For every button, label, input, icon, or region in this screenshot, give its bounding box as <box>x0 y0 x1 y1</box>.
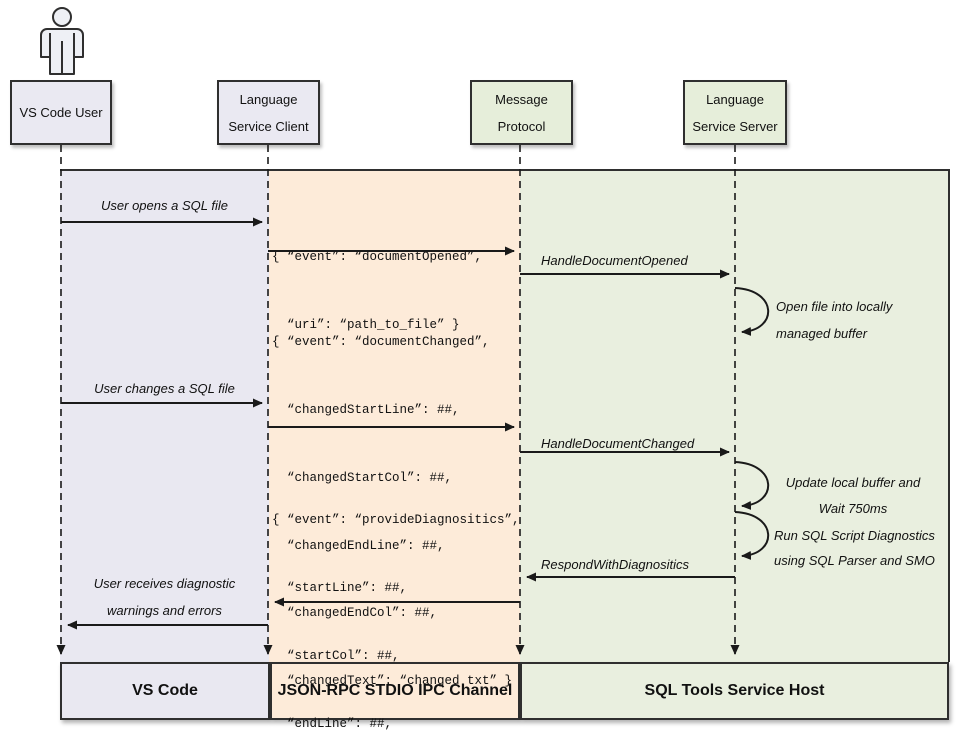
payload-line: “endLine”: ##, <box>272 716 393 731</box>
label-respond-with-diagnostics: RespondWithDiagnositics <box>541 557 690 572</box>
lane-ipc-channel <box>269 171 520 662</box>
label-update-buffer-line1: Update local buffer and <box>785 475 921 490</box>
actor-box-user-label: VS Code User <box>19 105 103 120</box>
lane-vscode <box>60 171 269 662</box>
label-user-receives-line2: warnings and errors <box>107 603 222 618</box>
actor-box-server-label1: Language <box>706 91 764 107</box>
payload-document-opened: { “event”: “documentOpened”, “uri”: “pat… <box>272 201 482 382</box>
swimlane-area <box>60 169 950 662</box>
payload-line: { “event”: “documentOpened”, <box>272 250 483 265</box>
payload-line: “changedStartLine”: ##, <box>272 402 460 417</box>
payload-provide-diagnostics: { “event”: “provideDiagnositics”, “start… <box>272 464 520 732</box>
label-open-file-line1: Open file into locally <box>776 299 893 314</box>
person-actor-icon <box>40 7 84 75</box>
label-open-file-line2: managed buffer <box>776 326 868 341</box>
label-user-changes: User changes a SQL file <box>94 381 235 396</box>
label-open-file-action: Open file into locally managed buffer <box>776 293 892 347</box>
payload-document-changed: { “event”: “documentChanged”, “changedSt… <box>272 286 512 732</box>
payload-line: “changedEndCol”: ##, <box>272 606 438 621</box>
payload-line: { “event”: “provideDiagnositics”, <box>272 513 520 528</box>
footer-ipc-label: JSON-RPC STDIO IPC Channel <box>277 682 513 699</box>
label-handle-document-opened: HandleDocumentOpened <box>541 253 688 268</box>
actor-box-protocol-label1: Message <box>495 91 548 107</box>
footer-vscode-label: VS Code <box>132 682 198 699</box>
actor-box-protocol: Message Protocol <box>470 80 573 145</box>
footer-box-service-host: SQL Tools Service Host <box>520 662 949 720</box>
payload-line: “uri”: “path_to_file” } <box>272 317 460 332</box>
label-run-diagnostics-action: Run SQL Script Diagnostics using SQL Par… <box>774 523 935 573</box>
actor-box-server: Language Service Server <box>683 80 787 145</box>
label-run-diagnostics-line2: using SQL Parser and SMO <box>774 553 935 568</box>
footer-box-vscode: VS Code <box>60 662 270 720</box>
label-handle-document-changed: HandleDocumentChanged <box>541 436 695 451</box>
payload-line: { “event”: “documentChanged”, <box>272 335 490 350</box>
actor-box-server-label2: Service Server <box>692 118 778 134</box>
label-user-receives: User receives diagnostic warnings and er… <box>61 570 268 624</box>
footer-host-label: SQL Tools Service Host <box>644 682 825 699</box>
label-run-diagnostics-line1: Run SQL Script Diagnostics <box>774 528 935 543</box>
person-body <box>40 28 84 75</box>
lane-service-host <box>520 171 948 662</box>
payload-line: “startCol”: ##, <box>272 648 400 663</box>
label-user-opens: User opens a SQL file <box>101 198 228 213</box>
actor-box-client-label1: Language <box>239 91 298 107</box>
payload-line: “changedEndLine”: ##, <box>272 538 445 553</box>
label-update-buffer-action: Update local buffer and Wait 750ms <box>763 470 943 522</box>
person-head <box>52 7 72 27</box>
payload-line: “changedText”: “changed txt” } <box>272 674 513 689</box>
payload-line: “changedStartCol”: ##, <box>272 470 453 485</box>
actor-box-protocol-label2: Protocol <box>497 118 546 134</box>
actor-box-client: Language Service Client <box>217 80 320 145</box>
actor-box-user: VS Code User <box>10 80 112 145</box>
label-user-receives-line1: User receives diagnostic <box>93 576 236 591</box>
footer-box-ipc-channel: JSON-RPC STDIO IPC Channel <box>270 662 520 720</box>
actor-box-client-label2: Service Client <box>228 118 309 134</box>
label-update-buffer-line2: Wait 750ms <box>818 501 888 516</box>
payload-line: “startLine”: ##, <box>272 580 408 595</box>
